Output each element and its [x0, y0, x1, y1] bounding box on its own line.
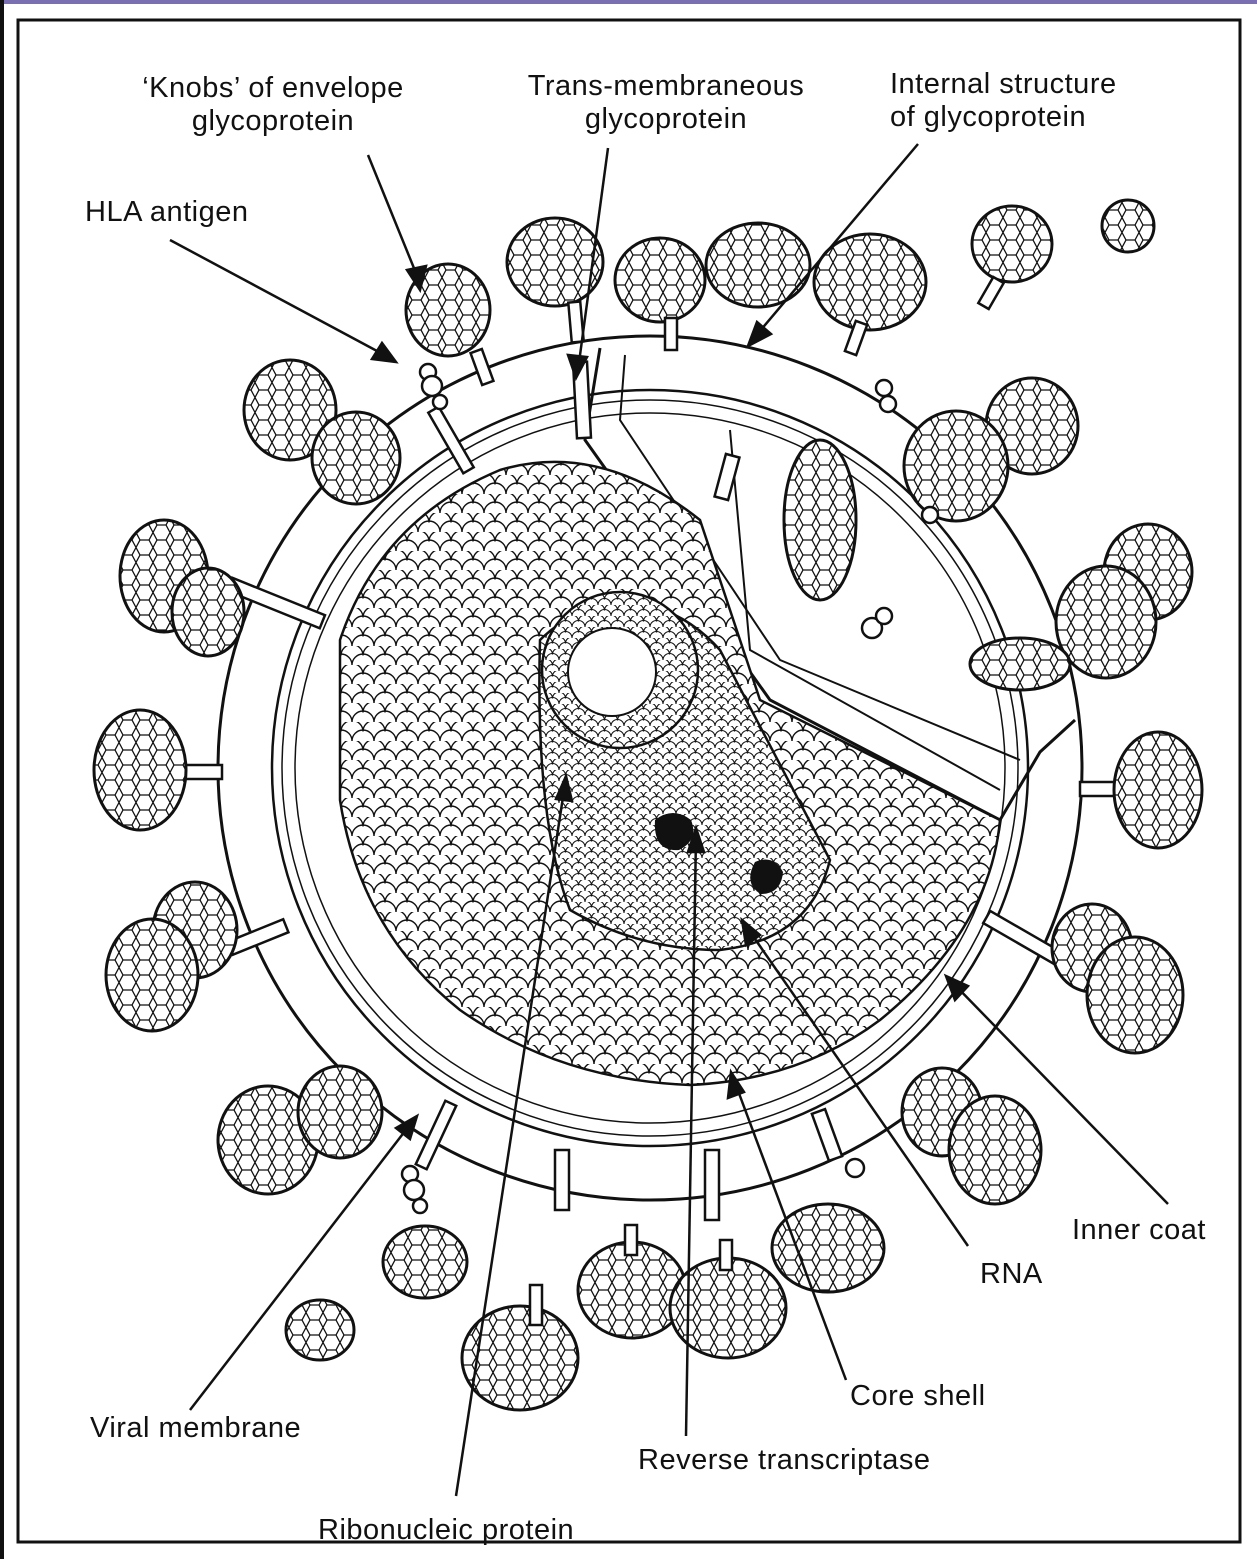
- label-trans-line1: Trans-membraneous: [496, 70, 836, 103]
- label-trans-membraneous-glycoprotein: Trans-membraneous glycoprotein: [496, 70, 836, 136]
- label-knobs-line1: ‘Knobs’ of envelope: [108, 72, 438, 105]
- label-rna: RNA: [980, 1258, 1043, 1291]
- label-ribonucleic-protein: Ribonucleic protein: [318, 1514, 574, 1547]
- label-viral-membrane: Viral membrane: [90, 1412, 301, 1445]
- label-reverse-transcriptase: Reverse transcriptase: [638, 1444, 931, 1477]
- label-knobs-envelope-glycoprotein: ‘Knobs’ of envelope glycoprotein: [108, 72, 438, 138]
- label-internal-line1: Internal structure: [890, 68, 1117, 101]
- label-knobs-line2: glycoprotein: [108, 105, 438, 138]
- label-inner-coat: Inner coat: [1072, 1214, 1206, 1247]
- label-internal-line2: of glycoprotein: [890, 101, 1117, 134]
- label-hla-antigen: HLA antigen: [85, 196, 249, 229]
- label-trans-line2: glycoprotein: [496, 103, 836, 136]
- label-core-shell: Core shell: [850, 1380, 986, 1413]
- label-internal-structure: Internal structure of glycoprotein: [890, 68, 1117, 134]
